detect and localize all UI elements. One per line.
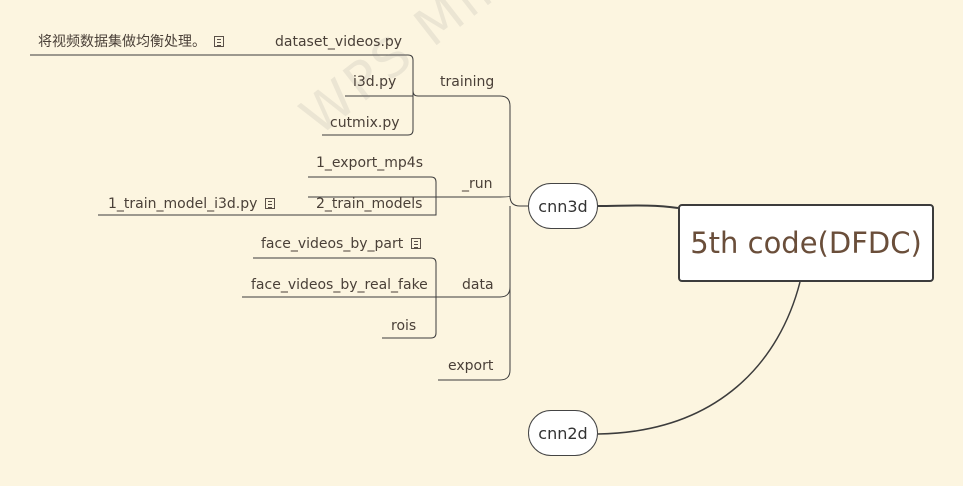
node-train-model-i3d[interactable]: 1_train_model_i3d.py [108,195,276,213]
branch-cnn3d-label: cnn3d [538,196,588,216]
note-text: 将视频数据集做均衡处理。 [38,34,206,50]
node-face-videos-by-part[interactable]: face_videos_by_part [261,235,422,253]
branch-cnn2d[interactable]: cnn2d [528,410,598,456]
node-train-models[interactable]: 2_train_models [316,196,423,212]
branch-cnn2d-label: cnn2d [538,423,588,443]
note-icon[interactable] [214,36,224,47]
node-data[interactable]: data [462,277,494,293]
node-run[interactable]: _run [462,176,493,192]
node-export-mp4s[interactable]: 1_export_mp4s [316,155,423,171]
node-rois[interactable]: rois [391,318,417,334]
train-model-i3d-label: 1_train_model_i3d.py [108,196,258,212]
node-export[interactable]: export [448,358,494,374]
root-label: 5th code(DFDC) [690,226,922,260]
node-cutmix[interactable]: cutmix.py [330,115,400,131]
node-dataset-note[interactable]: 将视频数据集做均衡处理。 [38,33,224,51]
node-face-videos-by-real-fake[interactable]: face_videos_by_real_fake [251,277,428,293]
note-icon[interactable] [265,198,276,209]
node-dataset-videos[interactable]: dataset_videos.py [275,34,403,50]
node-training[interactable]: training [440,74,495,90]
face-videos-by-part-label: face_videos_by_part [261,236,404,252]
node-i3d[interactable]: i3d.py [353,74,397,90]
root-node[interactable]: 5th code(DFDC) [678,204,934,282]
note-icon[interactable] [411,238,422,249]
branch-cnn3d[interactable]: cnn3d [528,183,598,229]
